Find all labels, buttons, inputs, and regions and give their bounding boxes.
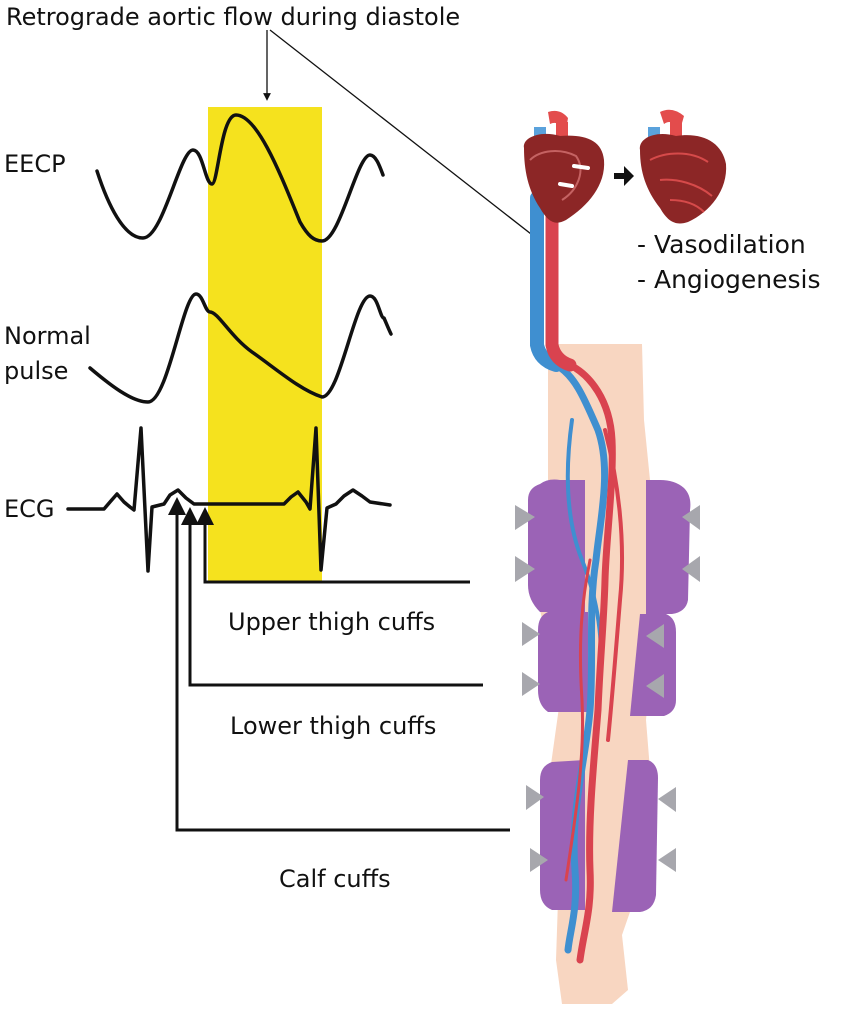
artery	[545, 193, 625, 964]
diastole-band	[208, 107, 322, 581]
diagram-title: Retrograde aortic flow during diastole	[6, 3, 461, 31]
upper-thigh-timing-line	[196, 507, 470, 584]
upper-thigh-cuff	[528, 479, 691, 614]
normal-pulse-label-line1: Normal	[4, 322, 91, 350]
ecg-label: ECG	[4, 495, 55, 523]
heart-icon	[523, 110, 605, 223]
lower-thigh-cuffs-label: Lower thigh cuffs	[230, 712, 437, 740]
lower-thigh-timing-line	[181, 507, 483, 687]
eecp-waveform	[95, 113, 385, 243]
effect-angiogenesis: - Angiogenesis	[637, 265, 821, 294]
treated-heart-icon	[639, 109, 727, 224]
transformation-arrow	[614, 166, 634, 186]
effect-vasodilation: - Vasodilation	[637, 230, 806, 259]
normal-pulse-label-line2: pulse	[4, 357, 69, 385]
ecg-waveform	[66, 426, 392, 573]
lower-thigh-cuff	[538, 612, 676, 716]
upper-thigh-cuffs-label: Upper thigh cuffs	[228, 608, 436, 636]
pressure-arrow-icon	[515, 505, 700, 872]
calf-timing-line	[168, 497, 510, 832]
normal-pulse-waveform	[88, 292, 393, 404]
eecp-label: EECP	[4, 150, 66, 178]
calf-cuffs-label: Calf cuffs	[279, 865, 391, 893]
